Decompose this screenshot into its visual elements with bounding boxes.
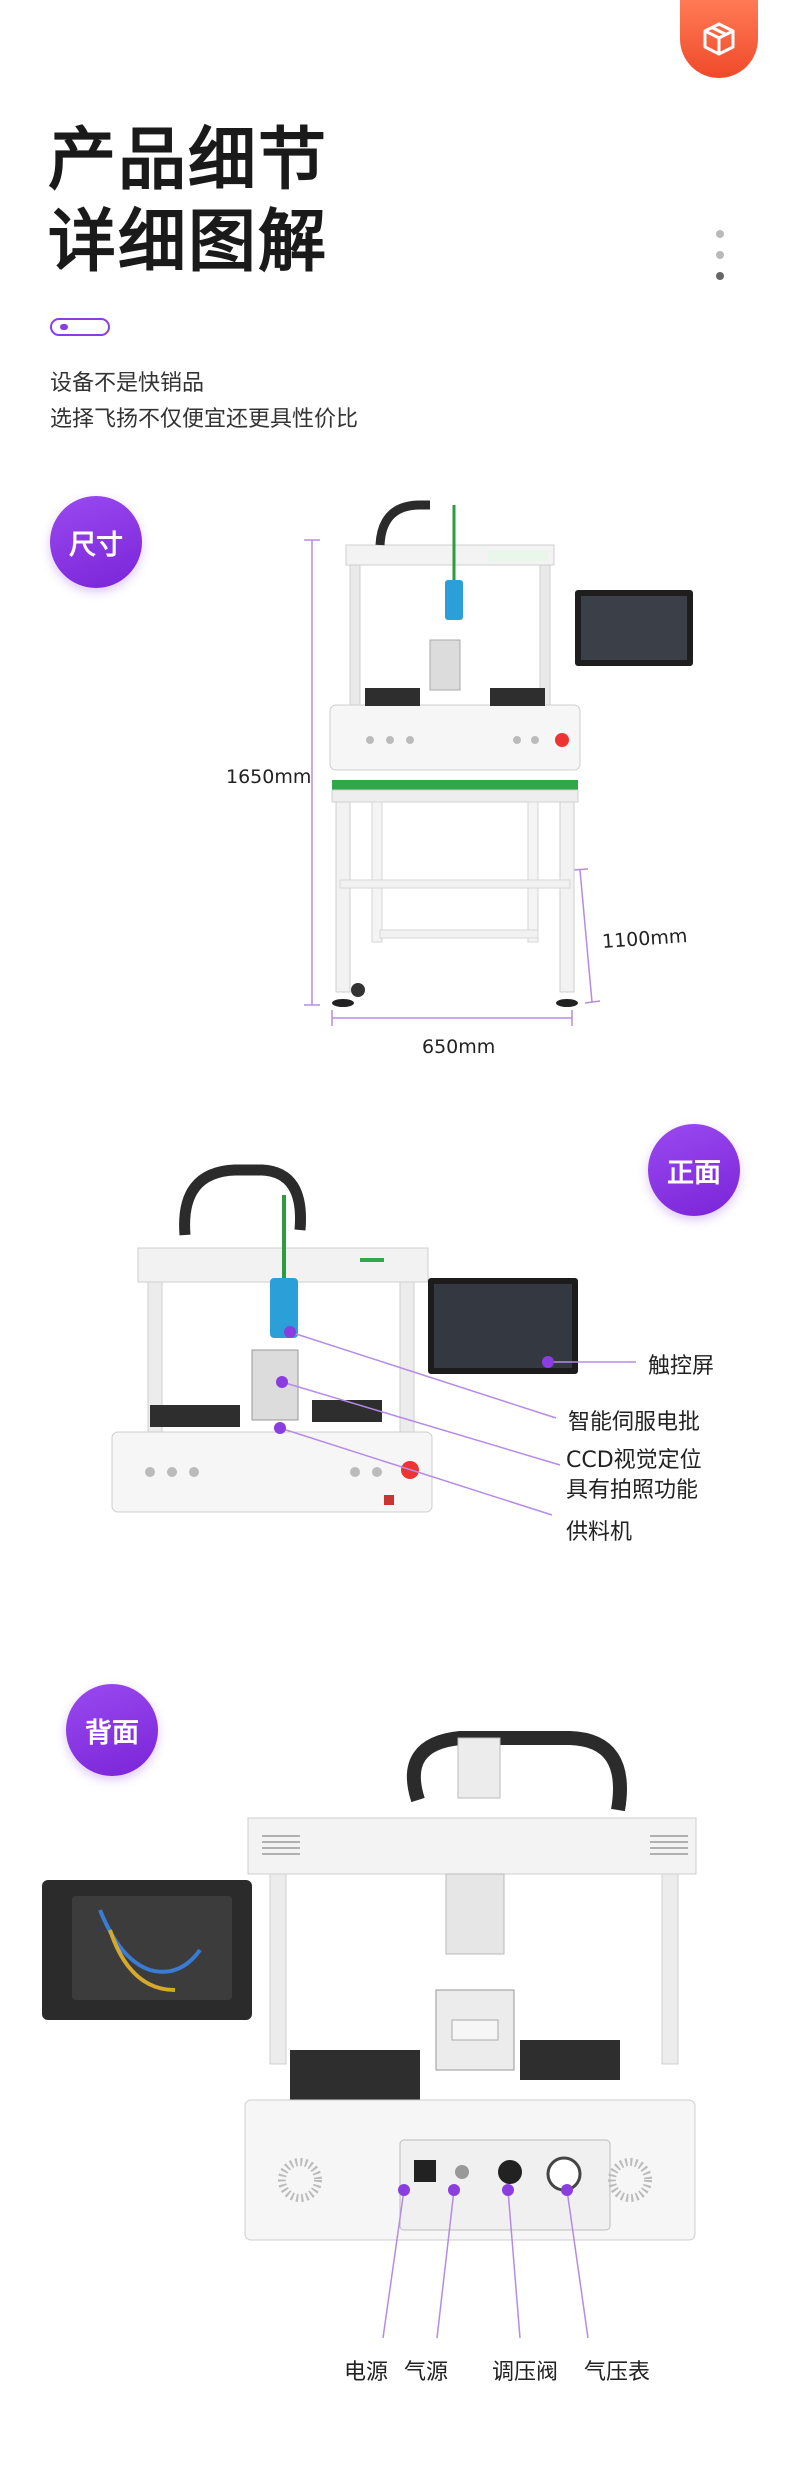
decor-pill — [50, 318, 110, 336]
decor-pill-dot — [60, 324, 68, 330]
front-machine-illustration — [111, 1164, 636, 1516]
corner-badge — [680, 0, 758, 78]
label-air-source: 气源 — [404, 2360, 449, 2385]
pager-dot — [716, 251, 724, 259]
dimension-height: 1650mm — [226, 766, 312, 788]
label-regulator: 调压阀 — [492, 2360, 559, 2385]
pager-dot-active — [716, 272, 724, 280]
label-touchscreen: 触控屏 — [648, 1354, 715, 1379]
label-servo-screwdriver: 智能伺服电批 — [568, 1410, 701, 1435]
intro-line-1: 设备不是快销品 — [50, 371, 205, 396]
package-box-icon — [703, 22, 735, 56]
size-badge: 尺寸 — [50, 496, 142, 588]
front-badge: 正面 — [648, 1124, 740, 1216]
intro-line-2: 选择飞扬不仅便宜还更具性价比 — [50, 407, 359, 432]
label-feeder: 供料机 — [566, 1520, 633, 1545]
pager-dot — [716, 230, 724, 238]
label-ccd-line-1: CCD视觉定位 — [566, 1448, 702, 1473]
page-title: 产品细节 详细图解 — [48, 120, 328, 284]
label-pressure-gauge: 气压表 — [584, 2360, 651, 2385]
title-line-2: 详细图解 — [48, 203, 329, 282]
label-ccd-line-2: 具有拍照功能 — [566, 1478, 699, 1503]
label-ccd-vision: CCD视觉定位 具有拍照功能 — [566, 1446, 702, 1506]
dimension-width: 650mm — [422, 1036, 496, 1058]
size-machine-illustration — [304, 500, 693, 1026]
back-badge: 背面 — [66, 1684, 158, 1776]
label-power: 电源 — [344, 2360, 389, 2385]
intro-text: 设备不是快销品 选择飞扬不仅便宜还更具性价比 — [50, 366, 358, 438]
pager-dots — [716, 230, 726, 293]
title-line-1: 产品细节 — [48, 121, 329, 200]
